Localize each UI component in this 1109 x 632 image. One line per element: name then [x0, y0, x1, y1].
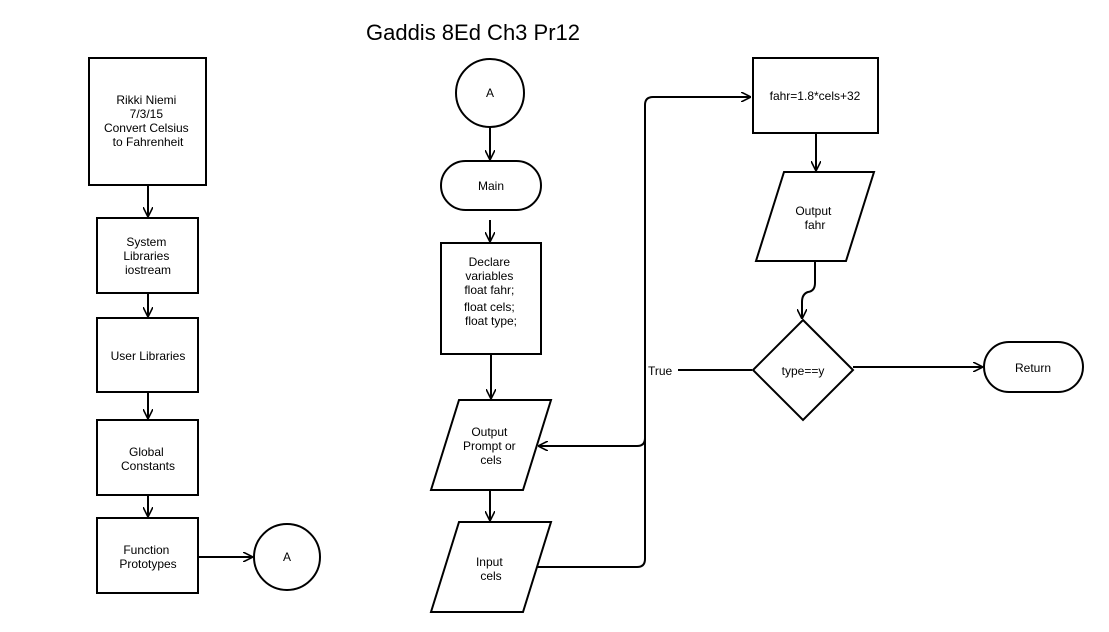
edge-output-to-decision [802, 261, 816, 318]
decision-text: type==y [782, 364, 825, 378]
connector-a-left-text: A [283, 550, 291, 564]
edge-true-to-output [539, 380, 646, 446]
output-prompt-line-3: cels [480, 453, 501, 467]
system-libraries-text: System Libraries iostream [123, 235, 172, 277]
return-text: Return [1015, 361, 1051, 375]
connector-a-left-circle [253, 523, 321, 591]
header-line-1: Rikki Niemi [116, 93, 176, 107]
system-libraries-box [96, 217, 199, 294]
input-cels-parallelogram [429, 521, 553, 613]
declare-line-4: float cels; [464, 300, 515, 314]
input-cels-line-1: Input [476, 555, 503, 569]
declare-line-1: Declare [469, 255, 511, 269]
header-line-2: 7/3/15 [130, 107, 164, 121]
system-libraries-line-3: iostream [125, 263, 171, 277]
global-constants-box [96, 419, 199, 496]
output-fahr-text: Output fahr [795, 204, 834, 232]
global-constants-line-1: Global [129, 445, 164, 459]
declare-line-3: float fahr; [464, 283, 514, 297]
input-cels-text: Input cels [476, 555, 506, 583]
declare-variables-text: Declare variables float fahr; float cels… [464, 255, 518, 328]
true-label: True [648, 364, 673, 378]
output-fahr-line-1: Output [795, 204, 832, 218]
header-text: Rikki Niemi 7/3/15 Convert Celsius to Fa… [104, 93, 192, 149]
output-prompt-parallelogram [429, 399, 553, 491]
declare-line-5: float type; [465, 314, 517, 328]
output-prompt-line-2: Prompt or [463, 439, 516, 453]
input-cels-line-2: cels [480, 569, 501, 583]
output-prompt-line-1: Output [471, 425, 508, 439]
fahr-calc-text: fahr=1.8*cels+32 [770, 89, 861, 103]
output-fahr-line-2: fahr [805, 218, 826, 232]
output-prompt-text: Output Prompt or cels [463, 425, 519, 467]
main-text: Main [478, 179, 504, 193]
function-prototypes-line-1: Function [123, 543, 169, 557]
user-libraries-text: User Libraries [111, 349, 186, 363]
connector-a-top-text: A [486, 86, 494, 100]
main-terminal [440, 160, 542, 211]
declare-variables-box [440, 242, 542, 355]
global-constants-line-2: Constants [121, 459, 175, 473]
declare-line-2: variables [465, 269, 513, 283]
system-libraries-line-1: System [126, 235, 166, 249]
decision-diamond [751, 318, 855, 422]
header-box [88, 57, 207, 186]
return-terminal [983, 341, 1084, 393]
diagram-title: Gaddis 8Ed Ch3 Pr12 [366, 20, 580, 45]
fahr-calc-box [752, 57, 879, 134]
edge-input-to-calc [537, 97, 750, 568]
function-prototypes-text: Function Prototypes [119, 543, 176, 571]
system-libraries-line-2: Libraries [123, 249, 169, 263]
global-constants-text: Global Constants [121, 445, 175, 473]
function-prototypes-box [96, 517, 199, 594]
header-line-3: Convert Celsius [104, 121, 189, 135]
header-line-4: to Fahrenheit [113, 135, 184, 149]
function-prototypes-line-2: Prototypes [119, 557, 176, 571]
output-fahr-parallelogram [754, 171, 876, 262]
